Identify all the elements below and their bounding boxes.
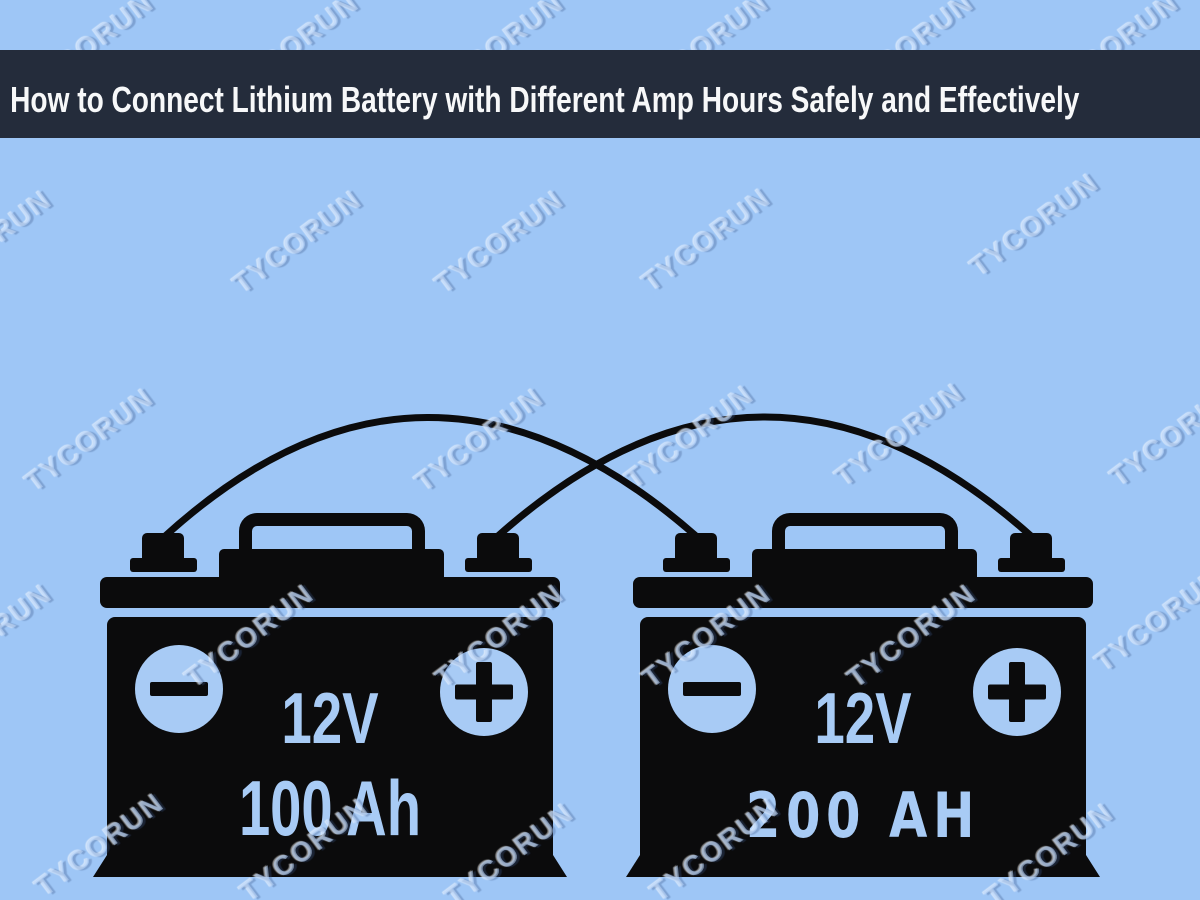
battery-1-negative-post-base (130, 558, 197, 572)
battery-1-voltage-label: 12V (281, 679, 379, 759)
plus-terminal-icon (440, 648, 528, 736)
minus-terminal-icon (135, 645, 223, 733)
battery-1-positive-post-base (465, 558, 532, 572)
battery-2-positive-post-base (998, 558, 1065, 572)
battery-2-lid (752, 549, 977, 579)
battery-1-base (93, 855, 567, 877)
battery-2-negative-post (675, 533, 717, 560)
battery-1-positive-post (477, 533, 519, 560)
battery-1-lid (219, 549, 444, 579)
battery-1-top-cover (100, 577, 560, 608)
title-bar: How to Connect Lithium Battery with Diff… (0, 50, 1200, 138)
wire-negative-to-negative (159, 414, 700, 542)
battery-2-capacity-label: 200 AH (745, 779, 981, 852)
wire-positive-to-positive (494, 413, 1035, 540)
plus-terminal-icon (973, 648, 1061, 736)
battery-2-top-cover (633, 577, 1093, 608)
battery-2-base (626, 855, 1100, 877)
battery-2-positive-post (1010, 533, 1052, 560)
battery-1: 12V 100 Ah (93, 513, 567, 877)
page-title: How to Connect Lithium Battery with Diff… (10, 79, 1080, 120)
minus-terminal-icon (668, 645, 756, 733)
battery-2: 12V 200 AH (626, 513, 1100, 877)
battery-1-negative-post (142, 533, 184, 560)
battery-2-voltage-label: 12V (814, 679, 912, 759)
battery-2-negative-post-base (663, 558, 730, 572)
battery-1-capacity-label: 100 Ah (238, 764, 422, 852)
